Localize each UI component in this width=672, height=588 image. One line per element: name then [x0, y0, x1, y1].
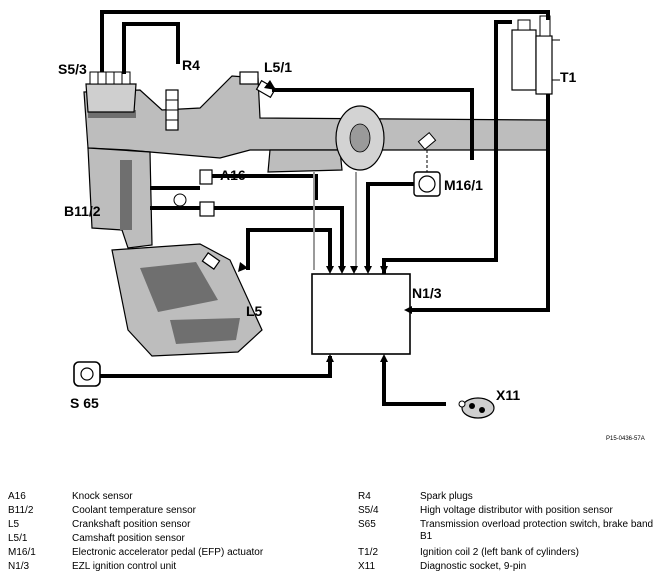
legend: A16 Knock sensor B11/2 Coolant temperatu… [0, 486, 672, 586]
legend-desc: Crankshaft position sensor [72, 519, 191, 530]
label-a16: A16 [220, 167, 246, 183]
wiring-harness [100, 10, 550, 406]
label-x11: X11 [496, 387, 520, 403]
diagnostic-socket-x11 [458, 397, 495, 419]
legend-code: N1/3 [8, 561, 30, 572]
efp-actuator-m16-1 [413, 131, 441, 197]
legend-desc: High voltage distributor with position s… [420, 505, 613, 516]
label-t1: T1 [560, 69, 577, 85]
label-b11-2: B11/2 [64, 203, 101, 219]
ignition-wiring-diagram: S5/3 R4 L5/1 T1 A16 B11/2 M16/1 N1/3 L5 … [58, 10, 645, 442]
distributor-s5-3 [85, 71, 137, 113]
ignition-coil-t1 [511, 15, 560, 95]
legend-desc: B1 [420, 531, 433, 542]
legend-code: M16/1 [8, 547, 36, 558]
legend-code: L5/1 [8, 533, 28, 544]
legend-desc: Electronic accelerator pedal (EFP) actua… [72, 547, 264, 558]
legend-desc: Ignition coil 2 (left bank of cylinders) [420, 547, 579, 558]
coolant-sensor-b11-2 [199, 201, 215, 217]
figure-id: P15-0436-57A [606, 436, 645, 442]
legend-code: A16 [8, 491, 26, 502]
legend-code: B11/2 [8, 505, 34, 516]
label-s65: S 65 [70, 395, 99, 411]
ezl-control-unit-n1-3 [311, 273, 411, 355]
legend-desc: Knock sensor [72, 491, 133, 502]
legend-code: X11 [358, 561, 376, 572]
label-n1-3: N1/3 [412, 285, 442, 301]
camshaft-sensor-l5-1 [239, 71, 277, 99]
label-l5-1: L5/1 [264, 59, 292, 75]
signal-arrows [238, 80, 412, 362]
legend-desc: Transmission overload protection switch,… [420, 519, 654, 530]
engine-shading [88, 110, 240, 344]
spark-plug-r4 [165, 89, 179, 131]
knock-sensor-a16 [199, 169, 213, 185]
legend-desc: Coolant temperature sensor [72, 505, 196, 516]
label-l5: L5 [246, 303, 263, 319]
legend-desc: Camshaft position sensor [72, 533, 185, 544]
legend-desc: Spark plugs [420, 491, 473, 502]
legend-code: T1/2 [358, 547, 379, 558]
overload-switch-s65 [73, 361, 101, 387]
label-s5-3: S5/3 [58, 61, 87, 77]
legend-desc: EZL ignition control unit [72, 561, 177, 572]
label-r4: R4 [182, 57, 200, 73]
legend-desc: Diagnostic socket, 9-pin [420, 561, 527, 572]
legend-code: S65 [358, 519, 376, 530]
legend-code: S5/4 [358, 505, 379, 516]
legend-code: R4 [358, 491, 371, 502]
legend-code: L5 [8, 519, 20, 530]
label-m16-1: M16/1 [444, 177, 483, 193]
crankshaft-sensor-l5 [201, 252, 221, 270]
